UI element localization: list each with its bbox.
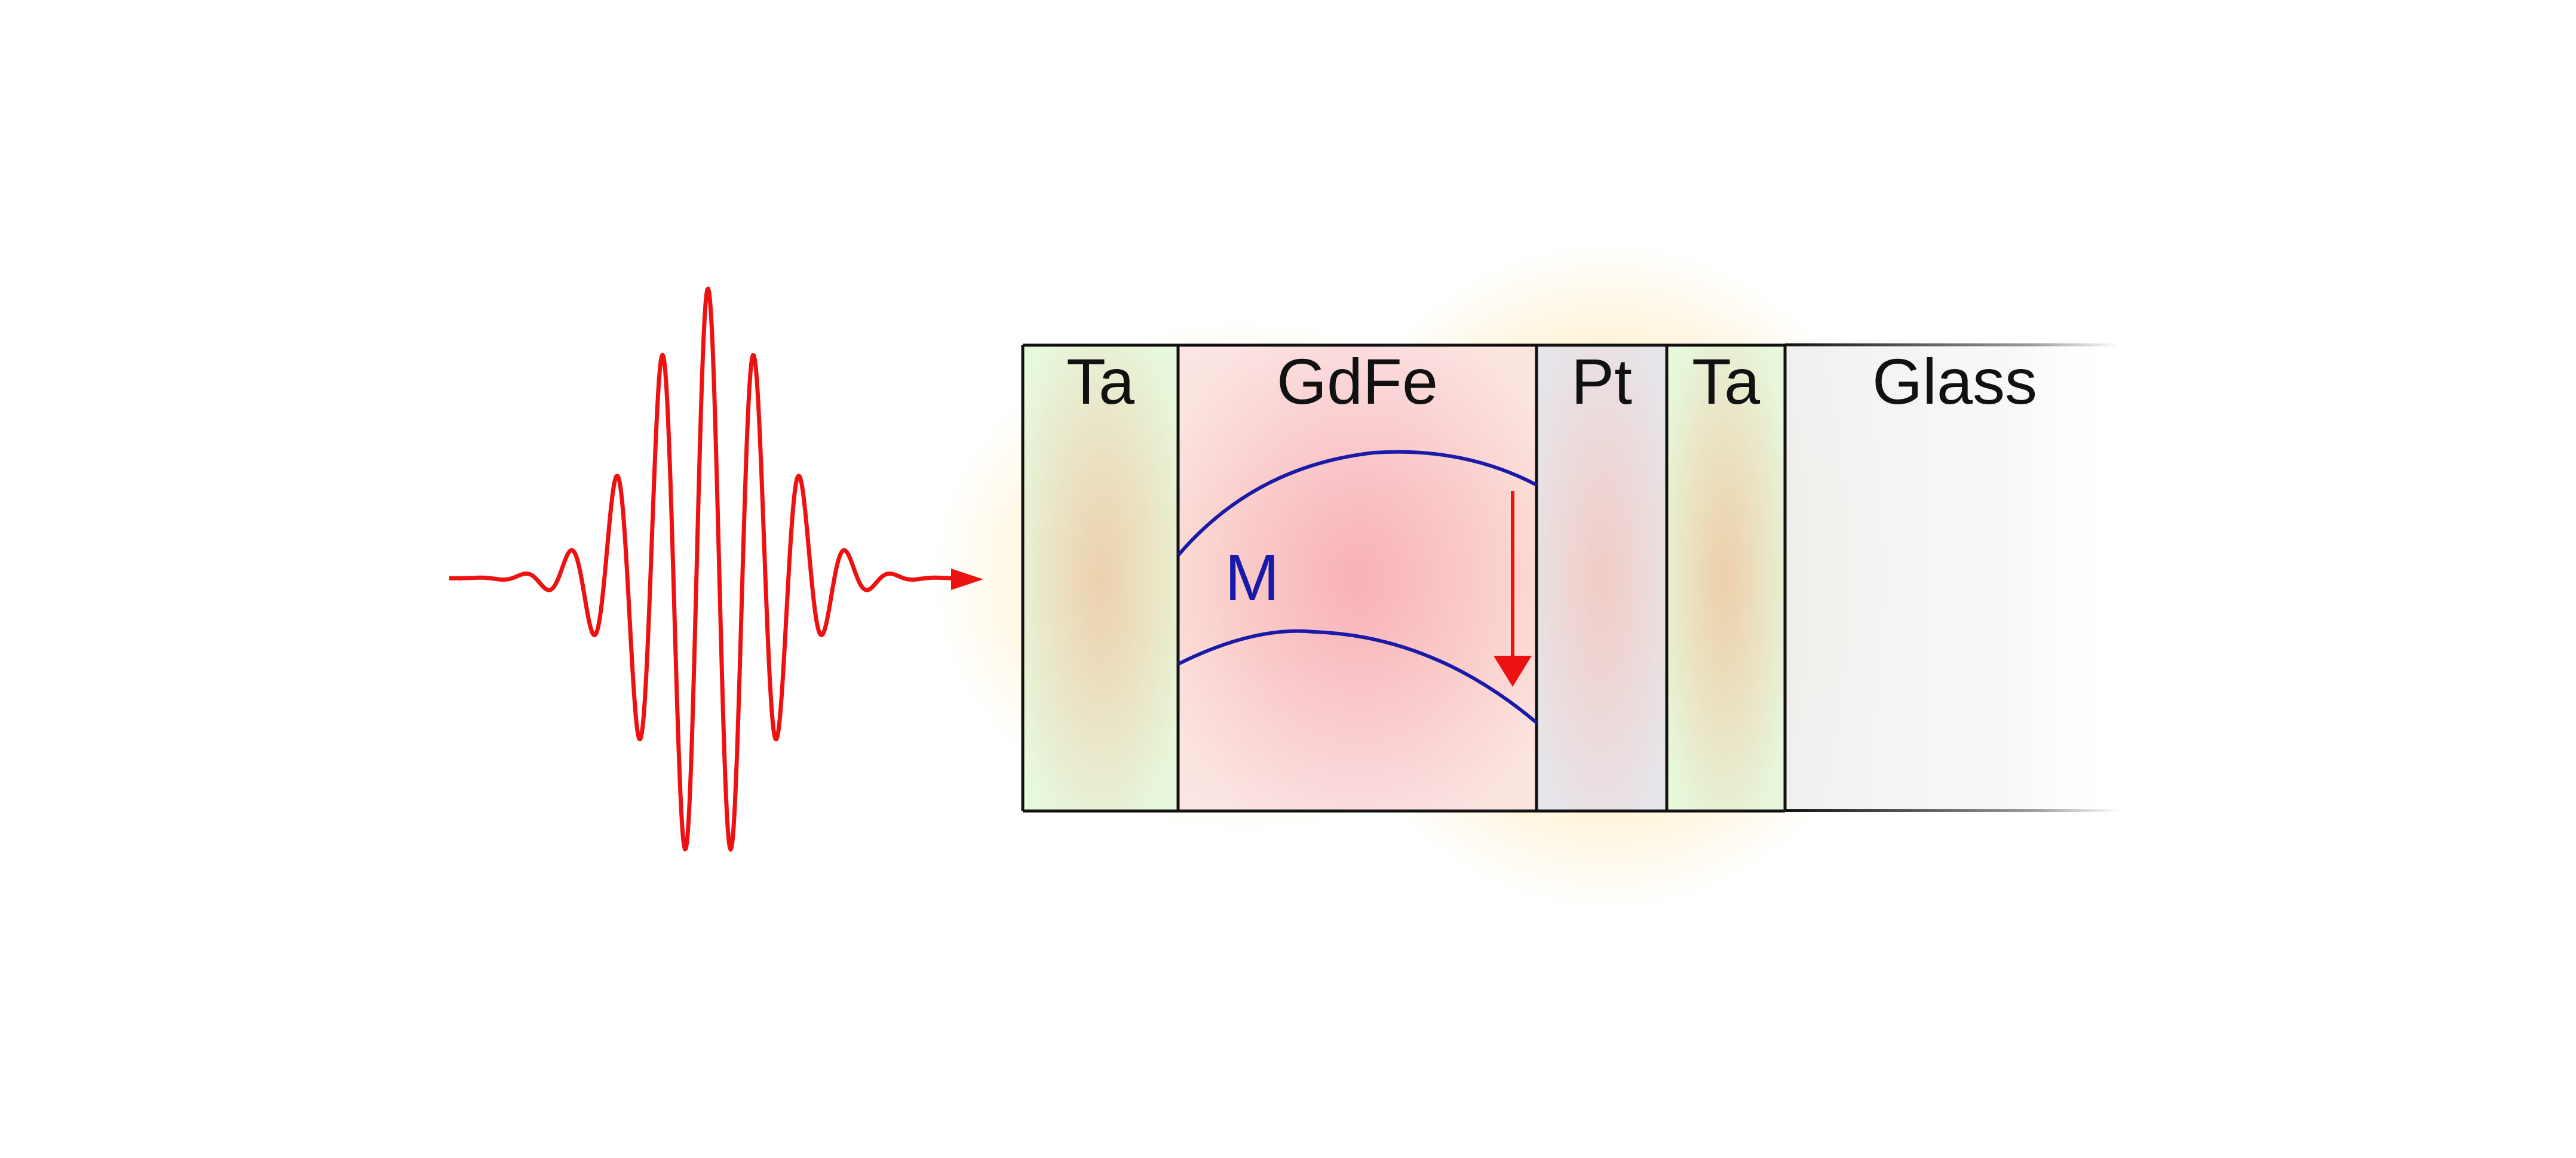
arrow-down-icon xyxy=(1494,491,1532,687)
layer-glass xyxy=(1785,345,2120,811)
glass-bottom-edge xyxy=(1785,809,2120,812)
layer-label-glass: Glass xyxy=(1872,345,2037,417)
layer-ta-top xyxy=(1023,345,1178,811)
layer-label-gdfe: GdFe xyxy=(1277,345,1438,417)
layer-ta-bottom xyxy=(1667,345,1785,811)
magnetization-curve-bottom xyxy=(1177,629,1538,724)
layer-label-ta-top: Ta xyxy=(1066,345,1135,417)
glass-top-edge xyxy=(1785,343,2120,346)
layer-stack: Ta GdFe Pt Ta Glass xyxy=(1021,343,2120,813)
magnetization-label: M xyxy=(1225,541,1280,615)
laser-pulse-wave-icon xyxy=(448,286,956,852)
layer-gdfe xyxy=(1178,345,1537,811)
magnetization-curve-top xyxy=(1176,450,1538,557)
arrow-right-icon xyxy=(951,569,983,590)
layer-label-pt: Pt xyxy=(1571,345,1632,417)
layer-pt xyxy=(1537,345,1667,811)
layer-label-ta-bottom: Ta xyxy=(1692,345,1761,417)
laser-pulse-wave xyxy=(448,286,956,852)
